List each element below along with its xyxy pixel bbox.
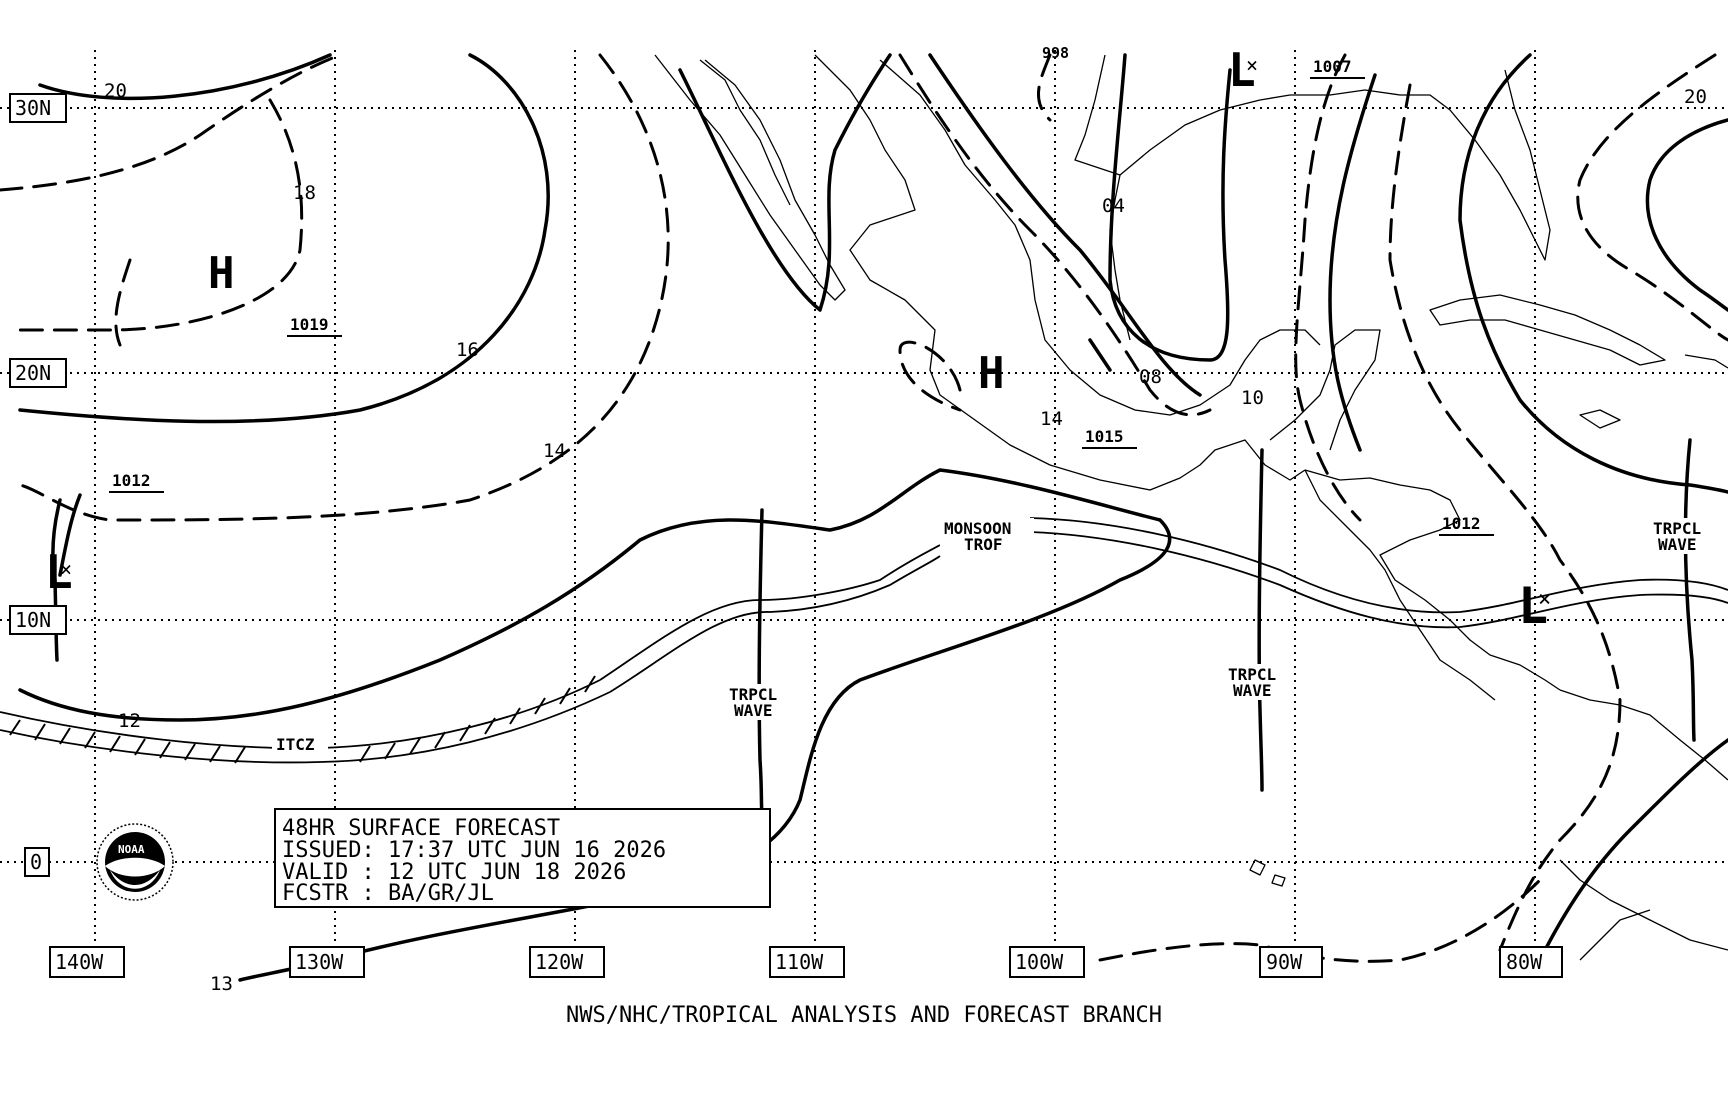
isobar-label: 20	[1684, 86, 1707, 108]
lon-label-100w: 100W	[1015, 950, 1064, 974]
lat-label-10n: 10N	[15, 608, 51, 632]
lon-label-110w: 110W	[775, 950, 824, 974]
low-center-symbol: L	[1228, 43, 1256, 97]
wave-label-top: TRPCL	[729, 685, 777, 704]
forecast-info-box: 48HR SURFACE FORECAST ISSUED: 17:37 UTC …	[274, 808, 771, 908]
low-center-x: ×	[1538, 587, 1551, 612]
isobar-label: 14	[543, 440, 566, 462]
lon-label-80w: 80W	[1506, 950, 1543, 974]
isobar-label: 10	[1241, 387, 1264, 409]
latitude-labels: 30N 20N 10N 0	[9, 93, 67, 877]
pressure-value-1019: 1019	[290, 315, 329, 334]
wave-label-top: TRPCL	[1228, 665, 1276, 684]
itcz-axis	[0, 544, 941, 764]
lon-label-130w: 130W	[295, 950, 344, 974]
low-center-symbol: L	[1518, 577, 1548, 635]
low-center-x: ×	[60, 557, 72, 581]
wave-label-bottom: WAVE	[1233, 681, 1272, 700]
footer-attribution: NWS/NHC/TROPICAL ANALYSIS AND FORECAST B…	[566, 1003, 1162, 1028]
low-center-x: ×	[1246, 53, 1258, 77]
isobar-label: 16	[456, 339, 479, 361]
wave-label-top: TRPCL	[1653, 519, 1701, 538]
isobar-label: 13	[210, 973, 233, 995]
noaa-logo: NOAA	[96, 823, 174, 901]
lat-label-0: 0	[30, 850, 42, 874]
wave-label-bottom: WAVE	[734, 701, 773, 720]
longitude-labels: 140W 130W 120W 110W 100W 90W 80W	[49, 946, 1563, 978]
isobar-label: 08	[1139, 366, 1162, 388]
low-center-symbol: L	[45, 545, 73, 599]
isobar-label: 04	[1102, 195, 1125, 217]
info-line-valid: VALID : 12 UTC JUN 18 2026	[282, 860, 626, 885]
itcz-hatching	[9, 675, 596, 764]
monsoon-trough	[1029, 517, 1728, 629]
monsoon-label: MONSOON	[944, 519, 1011, 538]
trof-label: TROF	[964, 535, 1003, 554]
coastlines	[654, 54, 1728, 961]
pressure-value-1015: 1015	[1085, 427, 1124, 446]
lat-label-30n: 30N	[15, 96, 51, 120]
feature-labels: MONSOON TROF ITCZ TRPCL WAVE TRPCL WAVE …	[272, 518, 1716, 754]
lon-label-90w: 90W	[1266, 950, 1303, 974]
pressure-value-1012-west: 1012	[112, 471, 151, 490]
isobar-label: 998	[1042, 44, 1069, 62]
pressure-centers: H H L × L × L × 1019 1015 1012 1012 1007	[45, 43, 1551, 635]
lon-label-120w: 120W	[535, 950, 584, 974]
high-center-symbol: H	[978, 348, 1005, 399]
isobar-label: 12	[118, 710, 141, 732]
noaa-logo-text: NOAA	[118, 843, 145, 856]
wave-label-bottom: WAVE	[1658, 535, 1697, 554]
isobar-label: 14	[1040, 408, 1063, 430]
isobar-labels: 20 18 16 14 12 13 04 08 10 14 20 998	[104, 44, 1707, 995]
isobars	[0, 53, 1728, 982]
lat-label-20n: 20N	[15, 361, 51, 385]
isobar-label: 18	[293, 182, 316, 204]
info-line-issued: ISSUED: 17:37 UTC JUN 16 2026	[282, 838, 666, 863]
info-line-title: 48HR SURFACE FORECAST	[282, 816, 560, 841]
high-center-symbol: H	[208, 248, 235, 299]
isobar-label: 20	[104, 80, 127, 102]
itcz-label: ITCZ	[276, 735, 315, 754]
lon-label-140w: 140W	[55, 950, 104, 974]
pressure-value-1007: 1007	[1313, 57, 1352, 76]
info-line-forecaster: FCSTR : BA/GR/JL	[282, 881, 494, 906]
pressure-value-1012-east: 1012	[1442, 514, 1481, 533]
